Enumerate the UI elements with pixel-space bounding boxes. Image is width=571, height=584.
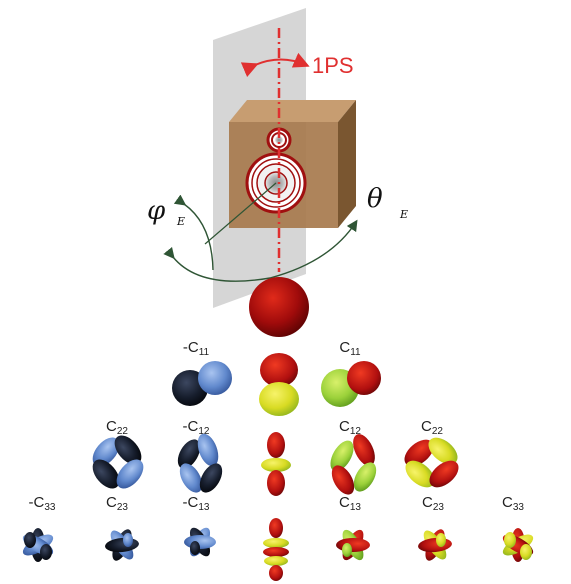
- phi-arc-arrow: [173, 194, 214, 271]
- coef-label-c23-left: C23: [106, 494, 128, 513]
- coef-label-c22-left: C22: [106, 418, 128, 437]
- theta-arc-arrow: [163, 219, 358, 282]
- pattern-c30: [263, 518, 289, 581]
- pattern-c22: [404, 437, 459, 488]
- theta-subscript: E: [400, 208, 409, 221]
- pattern-neg-c11: [172, 361, 232, 406]
- pattern-c33: [502, 528, 534, 562]
- coef-label-neg-c13: -C13: [182, 494, 210, 513]
- pattern-c12: [330, 434, 377, 495]
- phi-symbol: φ: [147, 196, 166, 226]
- tweeter: [266, 127, 292, 153]
- coef-label-c12: C12: [339, 418, 361, 437]
- box-top-face: [229, 100, 356, 122]
- pattern-c23: [418, 529, 452, 561]
- pattern-c23-neg: [105, 529, 139, 561]
- pattern-neg-c12: [177, 433, 223, 493]
- pattern-neg-c13: [184, 527, 216, 557]
- coef-label-neg-c12: -C12: [182, 418, 210, 437]
- coef-label-c33: C33: [502, 494, 524, 513]
- coef-label-neg-c33: -C33: [28, 494, 56, 513]
- phi-subscript: E: [177, 215, 186, 228]
- pattern-neg-c33: [22, 528, 54, 562]
- box-side-face: [338, 100, 356, 228]
- coef-label-c11: C11: [339, 339, 361, 358]
- radial-line: [204, 182, 277, 245]
- theta-symbol: θ: [367, 184, 383, 214]
- rotation-label: 1PS: [312, 53, 354, 78]
- rotation-arrow: [240, 52, 310, 78]
- coef-label-neg-c11: -C11: [182, 339, 210, 358]
- pattern-c13: [336, 529, 370, 561]
- pattern-c20: [261, 432, 291, 496]
- pattern-c22-neg: [92, 435, 144, 489]
- pattern-c00: [249, 277, 309, 337]
- pattern-c10: [259, 353, 299, 416]
- coef-label-c22-right: C22: [421, 418, 443, 437]
- coef-label-c13: C13: [339, 494, 361, 513]
- pattern-c11: [321, 361, 381, 407]
- coef-label-c23-right: C23: [422, 494, 444, 513]
